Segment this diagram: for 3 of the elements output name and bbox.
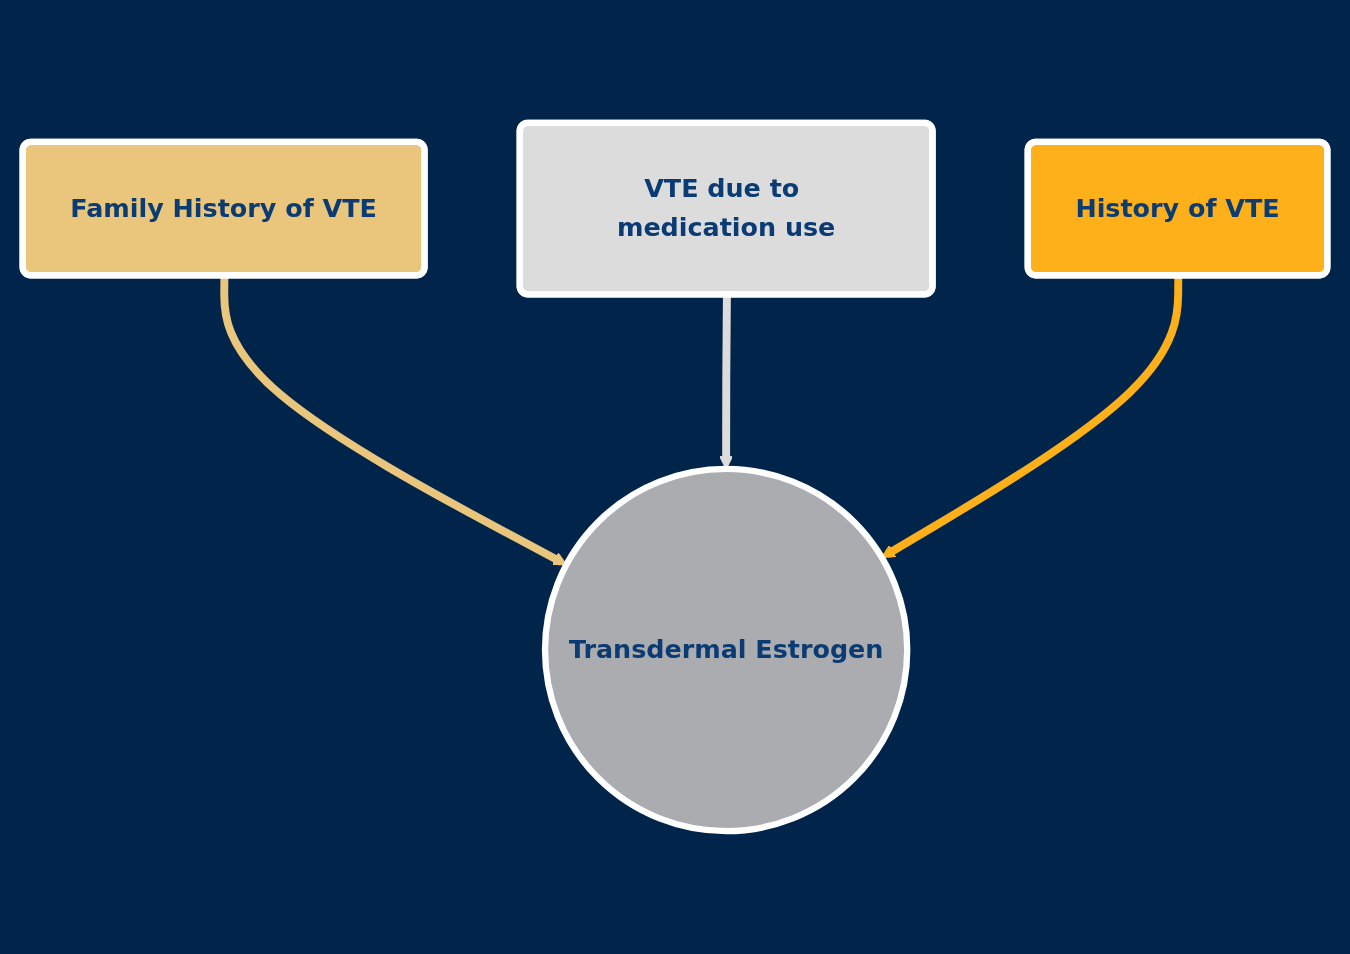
arrow xyxy=(220,276,568,566)
arrow xyxy=(881,276,1183,559)
node-circle: Transdermal Estrogen xyxy=(541,465,911,835)
